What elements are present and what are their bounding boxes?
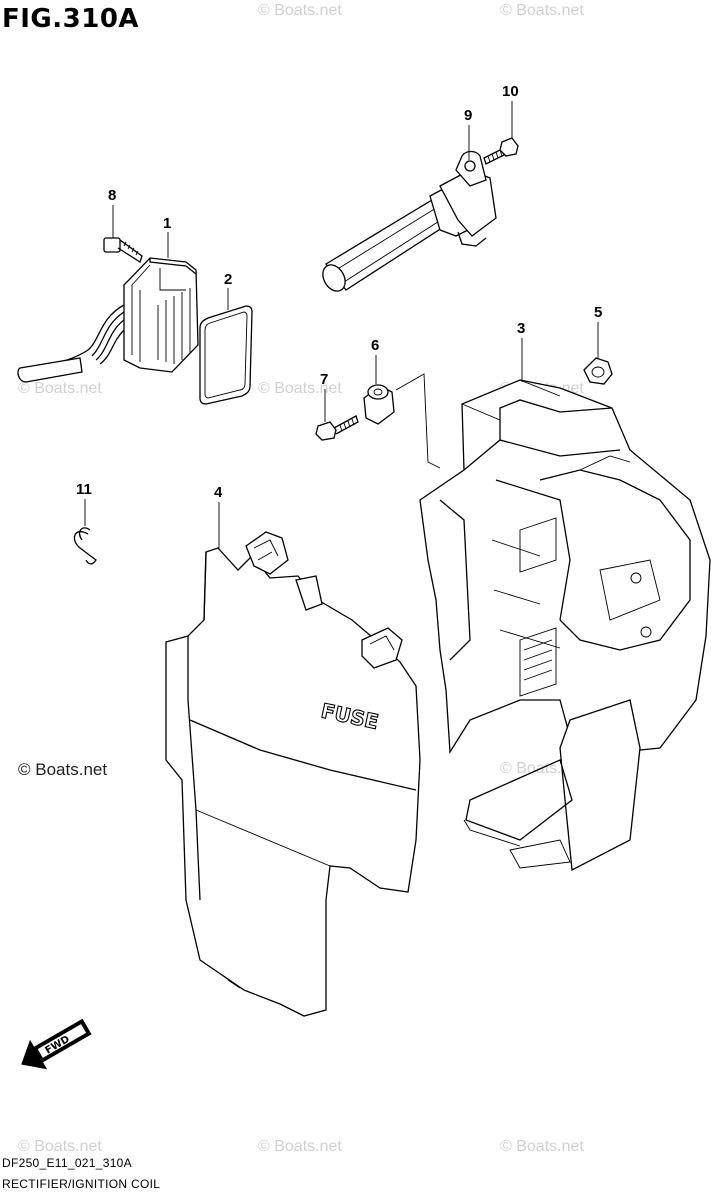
- callout-8: 8: [108, 187, 116, 204]
- watermark: © Boats.net: [258, 380, 342, 397]
- part-7-bolt[interactable]: [315, 415, 359, 441]
- callout-4: 4: [214, 484, 223, 501]
- leader-line: [395, 373, 441, 469]
- callout-6: 6: [371, 337, 379, 354]
- callout-7: 7: [320, 371, 328, 388]
- watermark: © Boats.net: [18, 380, 102, 397]
- watermark: © Boats.net: [258, 2, 342, 19]
- part-9-ignition-coil[interactable]: [318, 150, 497, 296]
- watermark-dark: © Boats.net: [18, 760, 108, 779]
- figure-code: DF250_E11_021_310A: [2, 1156, 132, 1170]
- part-8-bolt[interactable]: [103, 237, 143, 263]
- part-4-fuse-cover[interactable]: FUSE: [165, 531, 421, 1017]
- callout-9: 9: [464, 107, 472, 124]
- watermark: © Boats.net: [18, 1138, 102, 1155]
- part-1-rectifier[interactable]: [17, 257, 199, 383]
- figure-caption: RECTIFIER/IGNITION COIL: [2, 1177, 161, 1191]
- callout-10: 10: [502, 83, 519, 100]
- part-2-gasket[interactable]: [199, 305, 253, 405]
- callout-3: 3: [517, 320, 525, 337]
- callout-1: 1: [163, 215, 171, 232]
- part-10-bolt[interactable]: [483, 137, 519, 165]
- part-5-nut[interactable]: [583, 357, 613, 385]
- figure-title: FIG.310A: [2, 4, 140, 34]
- watermark: © Boats.net: [258, 1138, 342, 1155]
- callout-2: 2: [224, 271, 232, 288]
- part-6-grommet[interactable]: [363, 384, 395, 425]
- callouts: 1 2 3 4 5 6 7 8 9 10 11: [76, 83, 602, 550]
- watermark: © Boats.net: [500, 1138, 584, 1155]
- callout-5: 5: [594, 304, 602, 321]
- fwd-arrow: FWD: [21, 1018, 92, 1070]
- part-11-clip[interactable]: [73, 527, 97, 565]
- part-3-housing[interactable]: [419, 379, 711, 872]
- callout-11: 11: [76, 481, 92, 498]
- watermark: © Boats.net: [500, 2, 584, 19]
